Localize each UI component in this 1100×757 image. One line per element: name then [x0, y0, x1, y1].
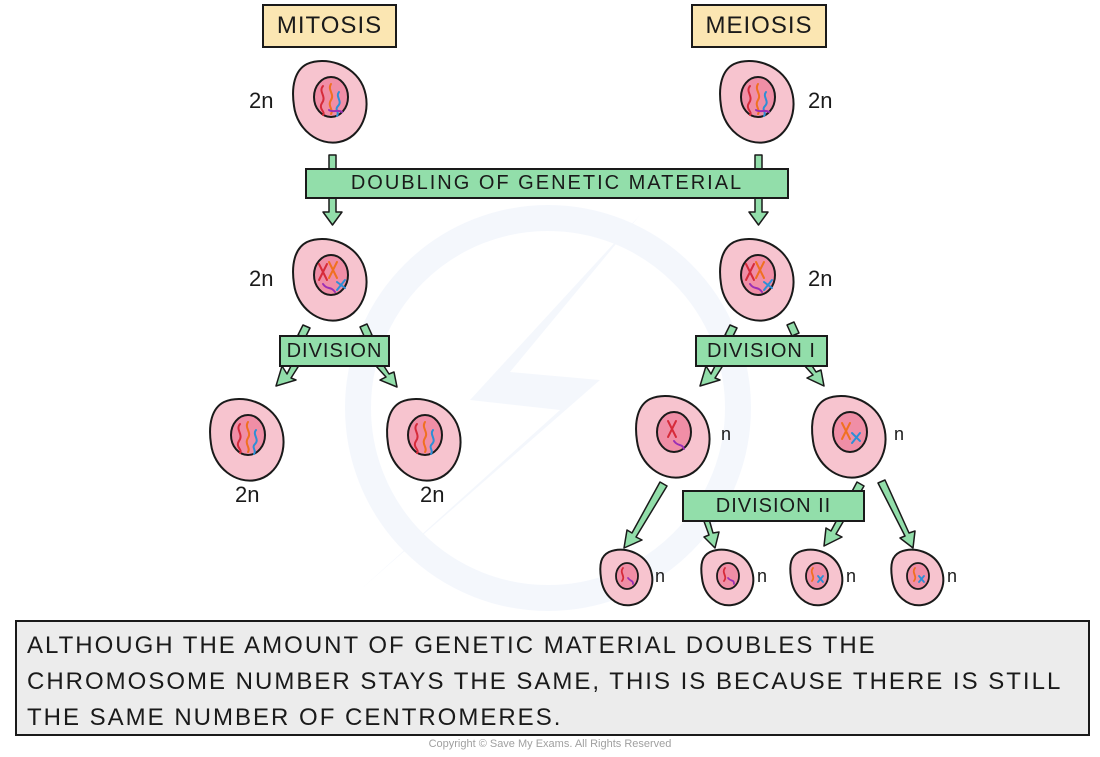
- cell-meiosis-div1-left: [635, 395, 711, 479]
- arrow-meiosis-div1-right: [786, 321, 800, 337]
- meiosis-division-2-box: DIVISION II: [682, 490, 865, 522]
- ploidy-label-meiosis-div1-left: n: [721, 424, 732, 444]
- arrow-meiosis-div2-4: [877, 479, 916, 549]
- cell-meiosis-gamete-4: [890, 548, 945, 607]
- ploidy-label-mitosis-parent: 2n: [249, 88, 274, 113]
- doubling-step-box: DOUBLING OF GENETIC MATERIAL: [305, 168, 789, 199]
- cell-mitosis-parent: [292, 60, 368, 144]
- arrow-down-meiosis: [748, 197, 769, 226]
- cell-mitosis-daughter-right: [386, 398, 462, 482]
- ploidy-label-meiosis-doubled: 2n: [808, 266, 833, 291]
- copyright-notice: Copyright © Save My Exams. All Rights Re…: [428, 738, 672, 750]
- ploidy-label-gamete-4: n: [947, 566, 958, 586]
- ploidy-label-meiosis-div1-right: n: [894, 424, 905, 444]
- arrow-stem-mitosis-top: [328, 154, 337, 170]
- mitosis-title: MITOSIS: [262, 4, 397, 48]
- watermark-logo: [345, 205, 751, 611]
- arrow-stem-meiosis-top: [754, 154, 763, 170]
- meiosis-title: MEIOSIS: [691, 4, 827, 48]
- cell-mitosis-doubled: [292, 238, 368, 322]
- cell-meiosis-parent: [719, 60, 795, 144]
- mitosis-division-box: DIVISION: [279, 335, 390, 367]
- ploidy-label-mitosis-doubled: 2n: [249, 266, 274, 291]
- cell-meiosis-doubled: [719, 238, 795, 322]
- ploidy-label-meiosis-parent: 2n: [808, 88, 833, 113]
- arrow-meiosis-div1-left-lower: [699, 363, 723, 387]
- ploidy-label-mitosis-daughter-left: 2n: [235, 482, 260, 507]
- cell-meiosis-gamete-2: [700, 548, 755, 607]
- ploidy-label-gamete-3: n: [846, 566, 857, 586]
- arrow-mitosis-left-lower: [275, 363, 299, 387]
- cell-meiosis-gamete-3: [789, 548, 844, 607]
- ploidy-label-gamete-2: n: [757, 566, 768, 586]
- arrow-meiosis-div2-1: [623, 481, 668, 549]
- explanation-note: ALTHOUGH THE AMOUNT OF GENETIC MATERIAL …: [15, 620, 1090, 736]
- cell-meiosis-gamete-1: [599, 548, 654, 607]
- ploidy-label-mitosis-daughter-right: 2n: [420, 482, 445, 507]
- arrow-down-mitosis: [322, 197, 343, 226]
- cell-meiosis-div1-right: [811, 395, 887, 479]
- cell-mitosis-daughter-left: [209, 398, 285, 482]
- ploidy-label-gamete-1: n: [655, 566, 666, 586]
- meiosis-division-1-box: DIVISION I: [695, 335, 828, 367]
